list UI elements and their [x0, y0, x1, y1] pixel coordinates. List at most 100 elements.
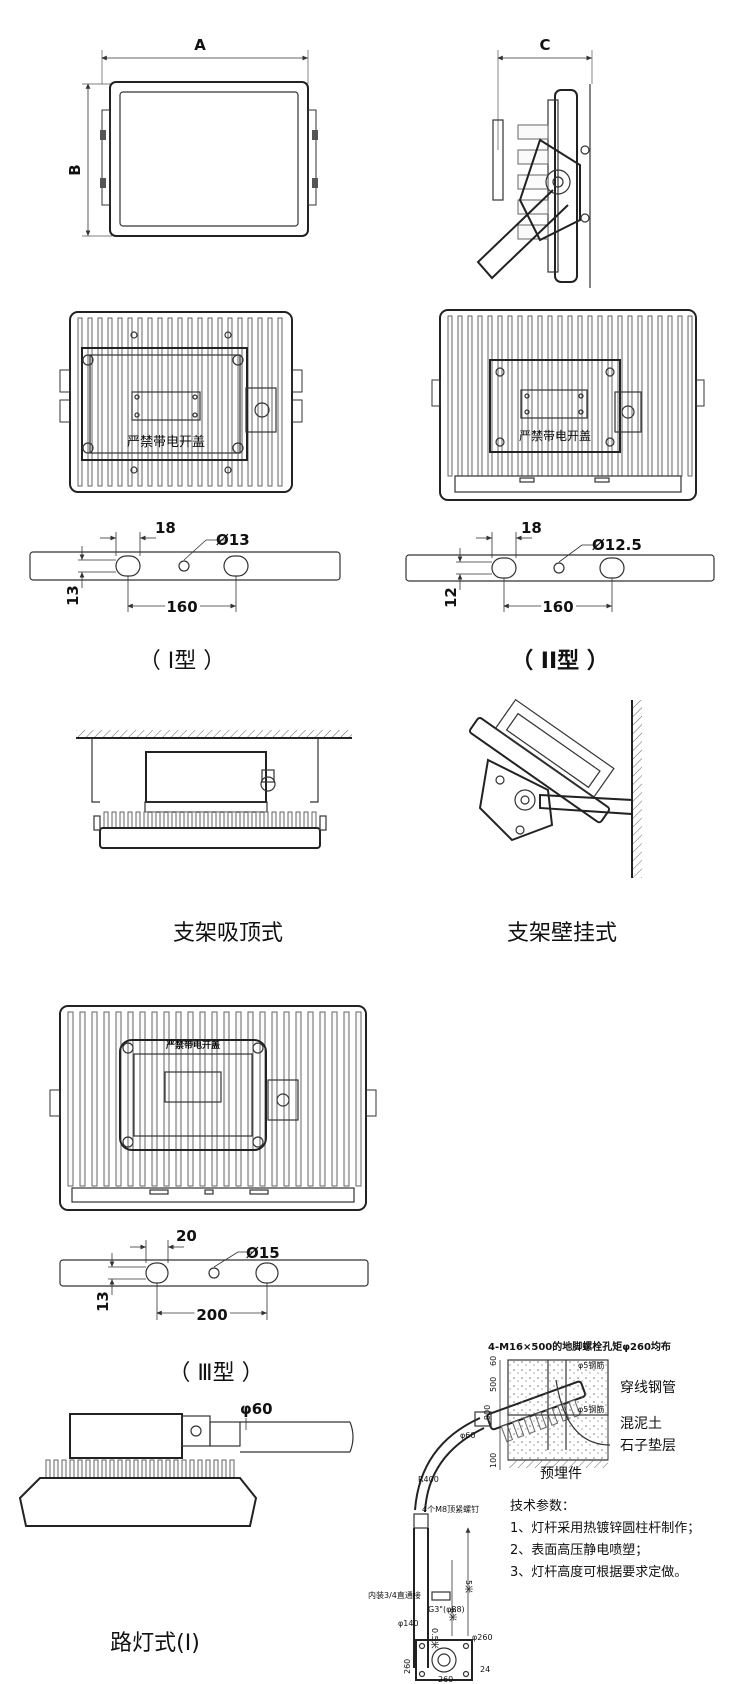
pipe-dim: φ60 — [240, 1400, 273, 1418]
heat-sink-fin — [229, 1459, 235, 1479]
wall-mount-view — [468, 698, 642, 878]
caption-type3: （ Ⅲ型 ） — [168, 1361, 263, 1386]
heat-sink-fin — [167, 317, 173, 487]
heat-sink-fin — [91, 1011, 98, 1187]
heat-sink-fin — [283, 1011, 290, 1187]
heat-sink-fin — [177, 317, 183, 487]
heat-sink-fin — [117, 1459, 123, 1479]
heat-sink-fin — [217, 317, 223, 487]
heat-sink-fin — [277, 317, 283, 487]
heat-sink-fin — [103, 811, 109, 829]
heat-sink-fin — [215, 811, 221, 829]
heat-sink-fin — [307, 1011, 314, 1187]
t2-slot-dim: 18 — [521, 519, 542, 537]
heat-sink-fin — [197, 1459, 203, 1479]
heat-sink-fin — [235, 1011, 242, 1187]
foundation-title: 4-M16×500的地脚螺栓孔矩φ260均布 — [488, 1340, 671, 1353]
heat-sink-fin — [61, 1459, 67, 1479]
dim-b: B — [66, 164, 84, 175]
heat-sink-fin — [97, 317, 103, 487]
arm-dia: φ60 — [460, 1431, 475, 1440]
type2-rear-view: 严禁带电开盖 — [431, 309, 705, 501]
heat-sink-fin — [223, 1011, 230, 1187]
label-concrete: 混泥土 — [620, 1416, 662, 1432]
heat-sink-fin — [151, 1011, 158, 1187]
heat-sink-fin — [239, 811, 245, 829]
heat-sink-fin — [687, 315, 693, 477]
heat-sink-fin — [221, 1459, 227, 1479]
heat-sink-fin — [189, 1459, 195, 1479]
heat-sink-fin — [93, 1459, 99, 1479]
heat-sink-fin — [303, 811, 309, 829]
heat-sink-fin — [119, 811, 125, 829]
heat-sink-fin — [267, 317, 273, 487]
rebar-top: φ5钢筋 — [578, 1360, 604, 1370]
heat-sink-fin — [295, 811, 301, 829]
heat-sink-fin — [647, 315, 653, 477]
heat-sink-fin — [127, 811, 133, 829]
heat-sink-fin — [259, 1011, 266, 1187]
heat-sink-fin — [79, 1011, 86, 1187]
t1-span-dim: 160 — [166, 598, 197, 616]
heat-sink-fin — [85, 1459, 91, 1479]
heat-sink-fin — [187, 317, 193, 487]
heat-sink-fin — [125, 1459, 131, 1479]
heat-sink-fin — [227, 317, 233, 487]
t1-hole-dim: Ø13 — [216, 531, 250, 549]
type1-bracket: 18 Ø13 13 160 — [29, 519, 341, 619]
heat-sink-fin — [207, 317, 213, 487]
heat-sink-fin — [211, 1011, 218, 1187]
heat-sink-fin — [627, 315, 633, 477]
heat-sink-fin — [213, 1459, 219, 1479]
t3-hole-dim: Ø15 — [246, 1244, 280, 1262]
heat-sink-fin — [53, 1459, 59, 1479]
heat-sink-fin — [127, 1011, 134, 1187]
height-top: 5米 — [464, 1580, 474, 1593]
heat-sink-fin — [175, 1011, 182, 1187]
tech-item-1: 1、灯杆采用热镀锌圆柱杆制作； — [510, 1520, 700, 1536]
cover-warning-label-2: 严禁带电开盖 — [519, 429, 591, 443]
heat-sink-fin — [223, 811, 229, 829]
heat-sink-fin — [157, 1459, 163, 1479]
heat-sink-fin — [107, 317, 113, 487]
heat-sink-fin — [231, 811, 237, 829]
heat-sink-fin — [287, 811, 293, 829]
heat-sink-fin — [159, 811, 165, 829]
heat-sink-fin — [165, 1459, 171, 1479]
heat-sink-fin — [205, 1459, 211, 1479]
type2-bracket: 18 Ø12.5 12 160 — [405, 519, 715, 619]
caption-type1: （ I型 ） — [139, 649, 225, 674]
front-view: A B — [66, 36, 318, 237]
cover-warning-label-3: 严禁带电开盖 — [165, 1039, 220, 1051]
base-height: 0.5米 — [430, 1628, 440, 1649]
street-light-bracket: φ60 — [18, 1400, 354, 1527]
heat-sink-fin — [319, 1011, 326, 1187]
t3-height-dim: 13 — [94, 1291, 112, 1312]
heat-sink-fin — [311, 811, 317, 829]
flange-w: 260 — [438, 1675, 453, 1684]
heat-sink-fin — [263, 811, 269, 829]
d60: 60 — [489, 1356, 498, 1366]
base-flange: 内装3/4直通接 φ140 0.5米 φ260 260 260 24 — [368, 1590, 493, 1684]
heat-sink-fin — [279, 811, 285, 829]
heat-sink-fin — [181, 1459, 187, 1479]
heat-sink-fin — [103, 1011, 110, 1187]
heat-sink-fin — [143, 811, 149, 829]
label-stone: 石子垫层 — [620, 1438, 676, 1454]
heat-sink-fin — [343, 1011, 350, 1187]
heat-sink-fin — [175, 811, 181, 829]
heat-sink-fin — [247, 811, 253, 829]
heat-sink-fin — [77, 1459, 83, 1479]
heat-sink-fin — [141, 1459, 147, 1479]
flange-t: 24 — [480, 1665, 490, 1674]
heat-sink-fin — [447, 315, 453, 477]
heat-sink-fin — [199, 811, 205, 829]
heat-sink-fin — [191, 811, 197, 829]
caption-wall: 支架壁挂式 — [507, 921, 617, 946]
flange-h: 260 — [403, 1659, 412, 1674]
base-note: 内装3/4直通接 — [368, 1590, 421, 1600]
heat-sink-fin — [271, 811, 277, 829]
flange-dia: φ260 — [472, 1633, 493, 1642]
rebar-bottom: φ5钢筋 — [578, 1404, 604, 1414]
